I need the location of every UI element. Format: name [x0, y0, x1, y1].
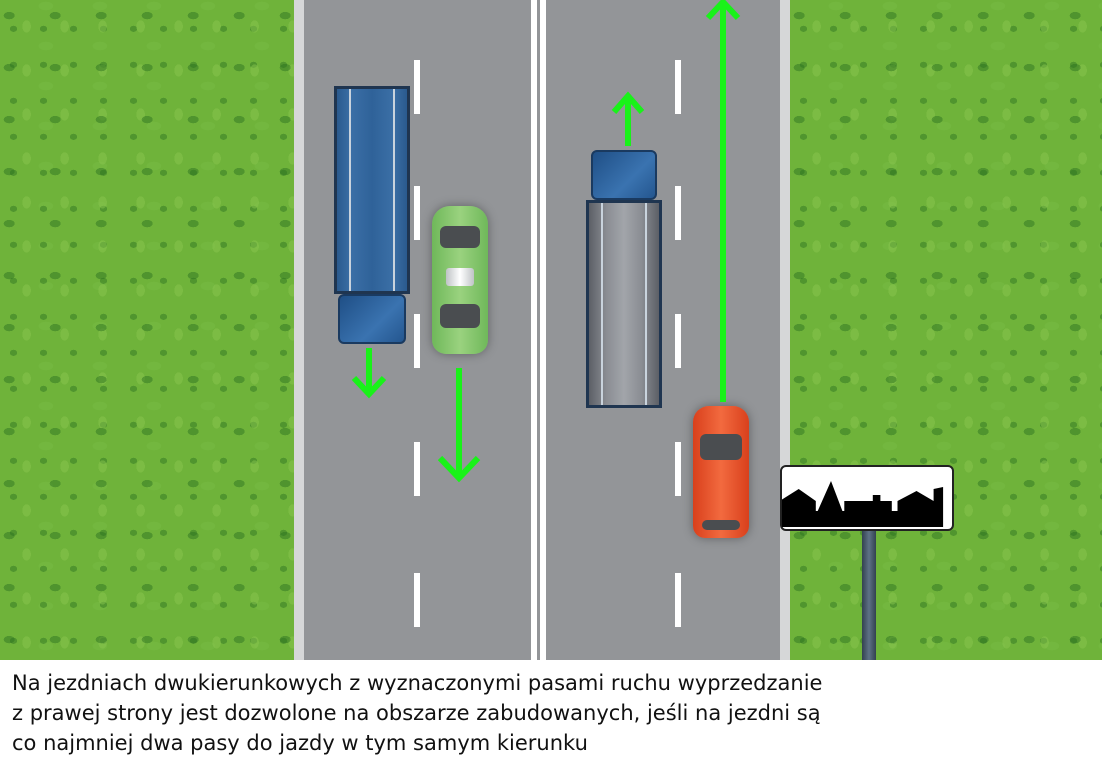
caption-line-3: co najmniej dwa pasy do jazdy w tym samy…	[12, 731, 588, 755]
curb-right	[780, 0, 790, 660]
lane-dash	[675, 186, 681, 240]
caption-line-2: z prawej strony jest dozwolone na obszar…	[12, 701, 821, 725]
sign-pole	[862, 531, 876, 660]
caption: Na jezdniach dwukierunkowych z wyznaczon…	[12, 668, 1092, 758]
lane-dash	[414, 186, 420, 240]
truck-grey-northbound	[586, 150, 662, 408]
built-up-area-sign	[779, 465, 954, 531]
town-silhouette-icon	[779, 481, 944, 527]
lane-dash	[675, 573, 681, 627]
road-diagram	[0, 0, 1102, 660]
lane-dash	[414, 314, 420, 368]
direction-arrows	[351, 0, 741, 483]
curb-left	[294, 0, 304, 660]
double-line-right	[540, 0, 546, 660]
lane-dash	[675, 442, 681, 496]
grass-right	[790, 0, 1102, 660]
truck-blue-southbound	[334, 86, 410, 346]
lane-dash	[414, 573, 420, 627]
double-line-left	[531, 0, 537, 660]
arrow-up-icon	[611, 91, 645, 146]
car-red-northbound	[693, 406, 749, 538]
lane-dash	[675, 314, 681, 368]
grass-left	[0, 0, 294, 660]
car-green-southbound	[432, 206, 488, 354]
arrow-up-icon	[705, 0, 741, 402]
lane-dash	[414, 60, 420, 114]
caption-line-1: Na jezdniach dwukierunkowych z wyznaczon…	[12, 671, 823, 695]
lane-dash	[414, 442, 420, 496]
arrow-down-icon	[437, 368, 481, 483]
arrow-down-icon	[351, 348, 387, 399]
lane-dash	[675, 60, 681, 114]
